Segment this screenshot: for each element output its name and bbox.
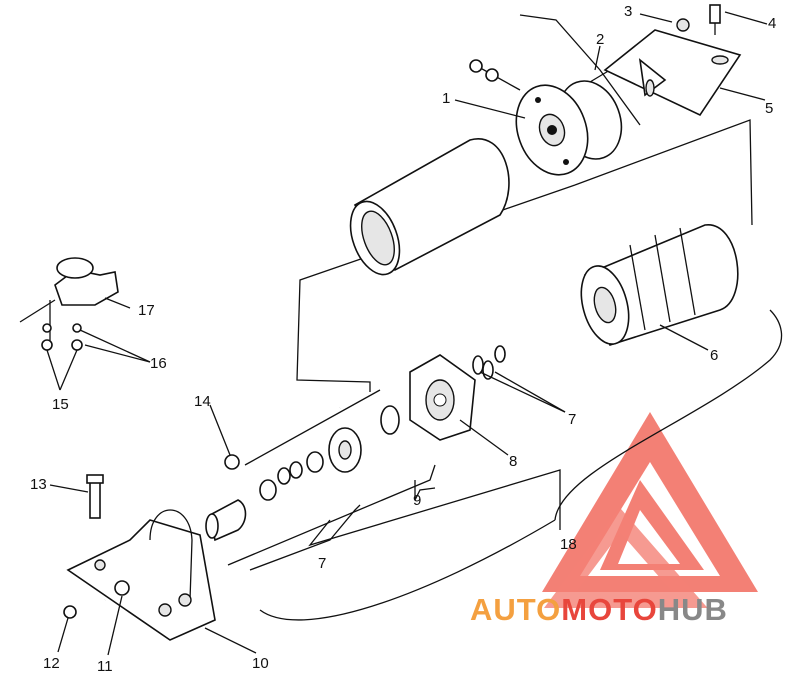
callout-17: 17 [138,302,155,319]
callout-3: 3 [624,3,632,20]
callout-15: 15 [52,396,69,413]
mount-bracket-part [603,4,742,117]
through-bolt-part [224,406,341,470]
watermark-auto: AUTO [470,592,561,627]
pinion-assembly-part [259,427,362,501]
callout-18: 18 [560,536,577,553]
callout-8: 8 [509,453,517,470]
callout-labels: 1 2 3 4 5 6 7 7 8 9 10 11 12 13 14 15 16… [30,3,776,673]
callout-13: 13 [30,476,47,493]
cap-stud-part [469,59,611,91]
end-cap-part [515,80,623,176]
housing-part [349,138,510,276]
fasteners-part [63,474,130,619]
callout-14: 14 [194,393,211,410]
callout-6: 6 [710,347,718,364]
svg-text:AUTOMOTOHUB: AUTOMOTOHUB [470,592,728,627]
callout-16: 16 [150,355,167,372]
solenoid-part [19,257,119,351]
reference-lines [49,14,783,621]
lower-bracket-part [66,509,216,641]
callout-10: 10 [252,655,269,672]
watermark-logo [542,412,758,608]
callout-9: 9 [413,492,421,509]
callout-12: 12 [43,655,60,672]
callout-5: 5 [765,100,773,117]
watermark-moto: MOTO [561,592,657,627]
leader-lines [46,11,768,656]
washers-part [472,355,494,380]
callout-2: 2 [596,31,604,48]
bushing-part [205,499,247,542]
watermark-hub: HUB [658,592,728,627]
callout-7-right: 7 [568,411,576,428]
drive-plate-part [380,354,476,441]
armature-part [493,224,739,363]
watermark-text: AUTOMOTOHUB [470,592,728,627]
callout-7-left: 7 [318,555,326,572]
callout-11: 11 [97,658,113,673]
callout-4: 4 [768,15,776,32]
callout-1: 1 [442,90,450,107]
